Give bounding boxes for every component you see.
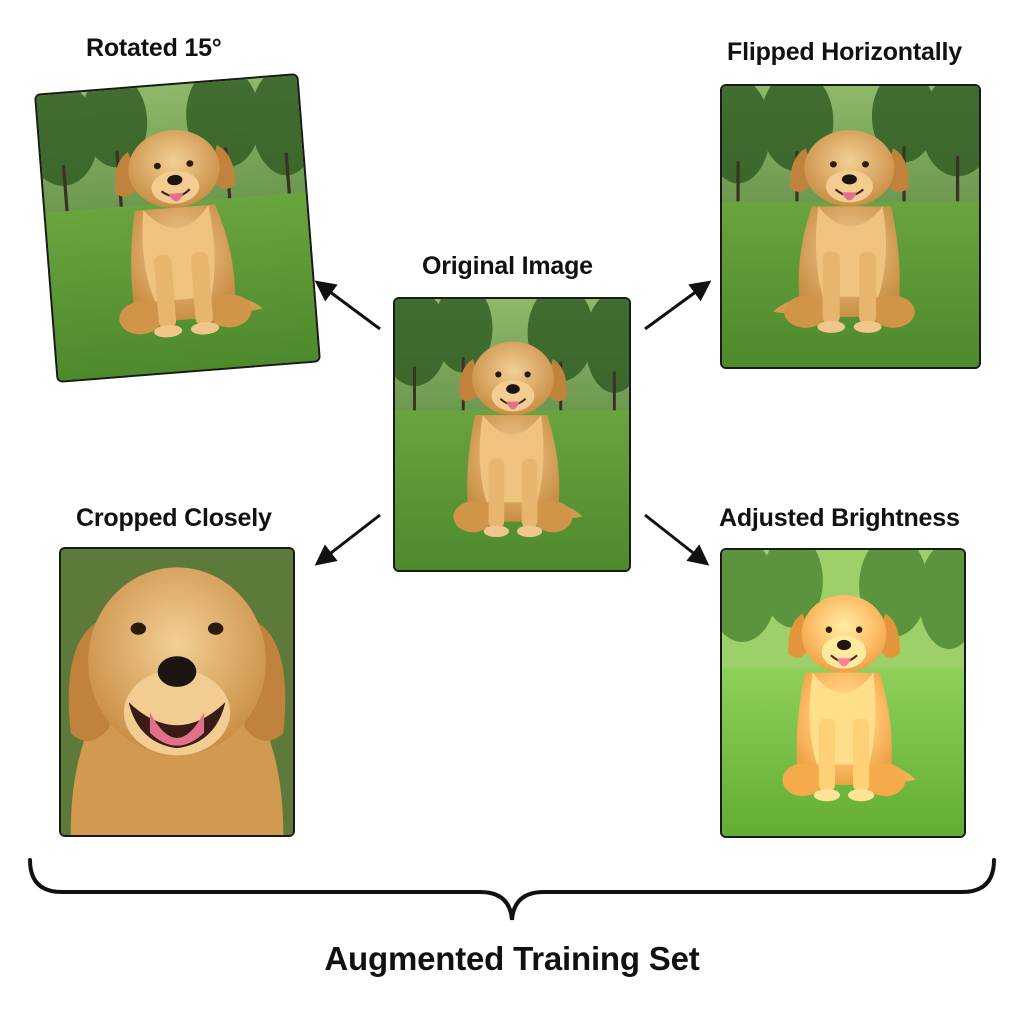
dog-photo-flipped — [722, 86, 979, 367]
dog-photo-original — [395, 299, 629, 570]
original-label: Original Image — [422, 252, 593, 280]
arrow-icon — [644, 280, 712, 331]
rotated-image — [34, 73, 321, 383]
dog-photo-rotated — [36, 75, 319, 381]
dog-photo-cropped — [61, 549, 293, 835]
dog-photo-brightness — [722, 550, 964, 836]
arrow-icon — [314, 513, 381, 566]
cropped-image — [59, 547, 295, 837]
rotated-label: Rotated 15° — [86, 34, 222, 62]
arrow-icon — [314, 280, 381, 331]
original-image — [393, 297, 631, 572]
brightness-label: Adjusted Brightness — [719, 504, 960, 532]
arrow-icon — [644, 513, 710, 566]
flipped-label: Flipped Horizontally — [727, 38, 962, 66]
flipped-image — [720, 84, 981, 369]
brightness-image — [720, 548, 966, 838]
footer-title: Augmented Training Set — [324, 940, 700, 977]
curly-brace-icon — [28, 858, 996, 921]
cropped-label: Cropped Closely — [76, 504, 272, 532]
